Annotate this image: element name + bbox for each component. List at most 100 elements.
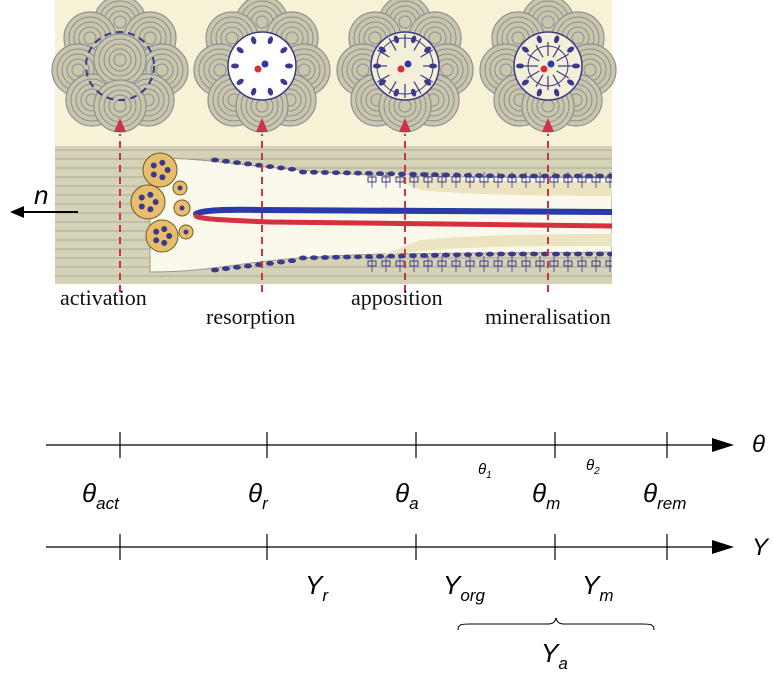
theta-label-rem: θrem <box>643 478 686 513</box>
nucleus <box>147 206 154 213</box>
stage-arrow-head <box>542 118 554 132</box>
osteoclast <box>172 180 188 196</box>
lining-cell <box>373 63 381 69</box>
lining-cell <box>266 164 274 170</box>
lining-cell <box>567 46 575 53</box>
nucleus <box>152 199 159 205</box>
activation-outline <box>85 31 155 101</box>
nucleus <box>183 229 189 235</box>
lining-cell <box>409 171 417 177</box>
theta-timeline: θ θact θr θa θm θrem θ1 θ2 <box>46 431 765 513</box>
lining-cell <box>508 251 516 257</box>
lining-cell <box>233 160 241 166</box>
lining-cell <box>420 172 428 177</box>
lamella-ring <box>440 63 454 77</box>
lining-cell <box>424 79 432 86</box>
lining-cell <box>393 88 400 97</box>
cell-process <box>376 74 390 83</box>
lamella-ring <box>155 63 169 77</box>
theta-interval-2-main: θ <box>586 457 594 474</box>
osteoclast-body <box>130 184 166 220</box>
lining-cell <box>519 251 527 257</box>
lining-cell <box>572 63 580 69</box>
vessel-red-dot <box>254 65 262 73</box>
lining-cell <box>354 254 362 260</box>
cell-process <box>413 81 422 95</box>
osteoclasts <box>130 152 194 253</box>
cell-process <box>526 53 540 62</box>
stage-label-activation: activation <box>60 285 147 310</box>
lining-cell <box>393 35 400 44</box>
lining-cell <box>236 78 244 85</box>
cell-process <box>552 74 561 88</box>
lining-cell <box>244 263 252 269</box>
osteon-cluster-4 <box>479 0 617 133</box>
y-timeline: Y Yr Yorg Ym Ya <box>46 534 770 673</box>
lining-cell <box>280 78 288 85</box>
nucleus <box>177 185 183 191</box>
lining-cell <box>231 63 239 69</box>
lining-cell <box>429 63 437 69</box>
osteoclast <box>130 184 166 220</box>
y-label-org: Yorg <box>443 570 485 605</box>
lining-cell <box>250 87 257 96</box>
y-label-m: Ym <box>582 570 614 605</box>
lining-cell <box>310 169 318 175</box>
theta-label-rem-sub: rem <box>657 494 686 513</box>
lining-cell <box>552 251 560 257</box>
osteon-cluster-2 <box>193 0 331 133</box>
cell-process <box>535 74 544 88</box>
lining-cell <box>521 79 529 86</box>
lining-cell <box>321 170 329 175</box>
y-axis-arrowhead <box>712 540 734 554</box>
cell-process <box>413 37 422 51</box>
lining-cell <box>585 173 593 179</box>
lamella-ring <box>356 63 370 77</box>
osteoid-upper <box>380 172 612 196</box>
lamella-ring <box>143 31 157 45</box>
lamella-ring <box>398 15 412 29</box>
osteoclast <box>145 219 179 253</box>
osteon-cluster-1 <box>51 0 189 133</box>
lining-cell <box>244 161 252 167</box>
lining-cell <box>442 252 450 258</box>
lining-cell <box>376 171 384 177</box>
theta-label-r-main: θ <box>248 478 262 508</box>
vessel-red-dot <box>397 65 405 73</box>
lining-cell <box>236 47 244 54</box>
osteon <box>93 33 147 87</box>
y-label-r: Yr <box>305 570 329 605</box>
lamella-ring <box>103 43 137 77</box>
lining-cell <box>486 251 494 257</box>
osteon-cluster-3 <box>336 0 474 133</box>
cell-process <box>535 44 544 58</box>
lining-cell <box>332 170 340 176</box>
vessel-red <box>193 213 612 229</box>
lining-cell <box>567 79 575 86</box>
lining-cell <box>553 88 560 97</box>
lining-cell <box>277 259 285 265</box>
lamella-ring <box>108 94 132 118</box>
lining-cell <box>343 170 351 176</box>
osteoclast-body <box>142 152 178 188</box>
lining-cell <box>420 253 428 258</box>
y-a-brace <box>457 617 655 631</box>
nucleus <box>147 191 154 198</box>
lining-cell <box>424 46 432 53</box>
y-axis-name: Y <box>752 534 770 561</box>
lining-cell <box>299 255 307 261</box>
lining-cell <box>250 36 257 45</box>
nucleus <box>161 226 168 233</box>
y-label-org-main: Y <box>443 570 462 600</box>
lining-cell <box>387 171 395 177</box>
theta-axis-arrowhead <box>712 438 734 452</box>
lining-cell <box>530 173 538 179</box>
lining-cell <box>607 173 612 179</box>
lining-cell <box>310 255 318 261</box>
nucleus <box>138 194 145 201</box>
lining-cell <box>585 251 593 257</box>
lining-cell <box>266 261 274 266</box>
lining-cell <box>536 88 543 97</box>
lining-cell <box>288 166 296 172</box>
theta-interval-1-sub: 1 <box>486 470 492 481</box>
